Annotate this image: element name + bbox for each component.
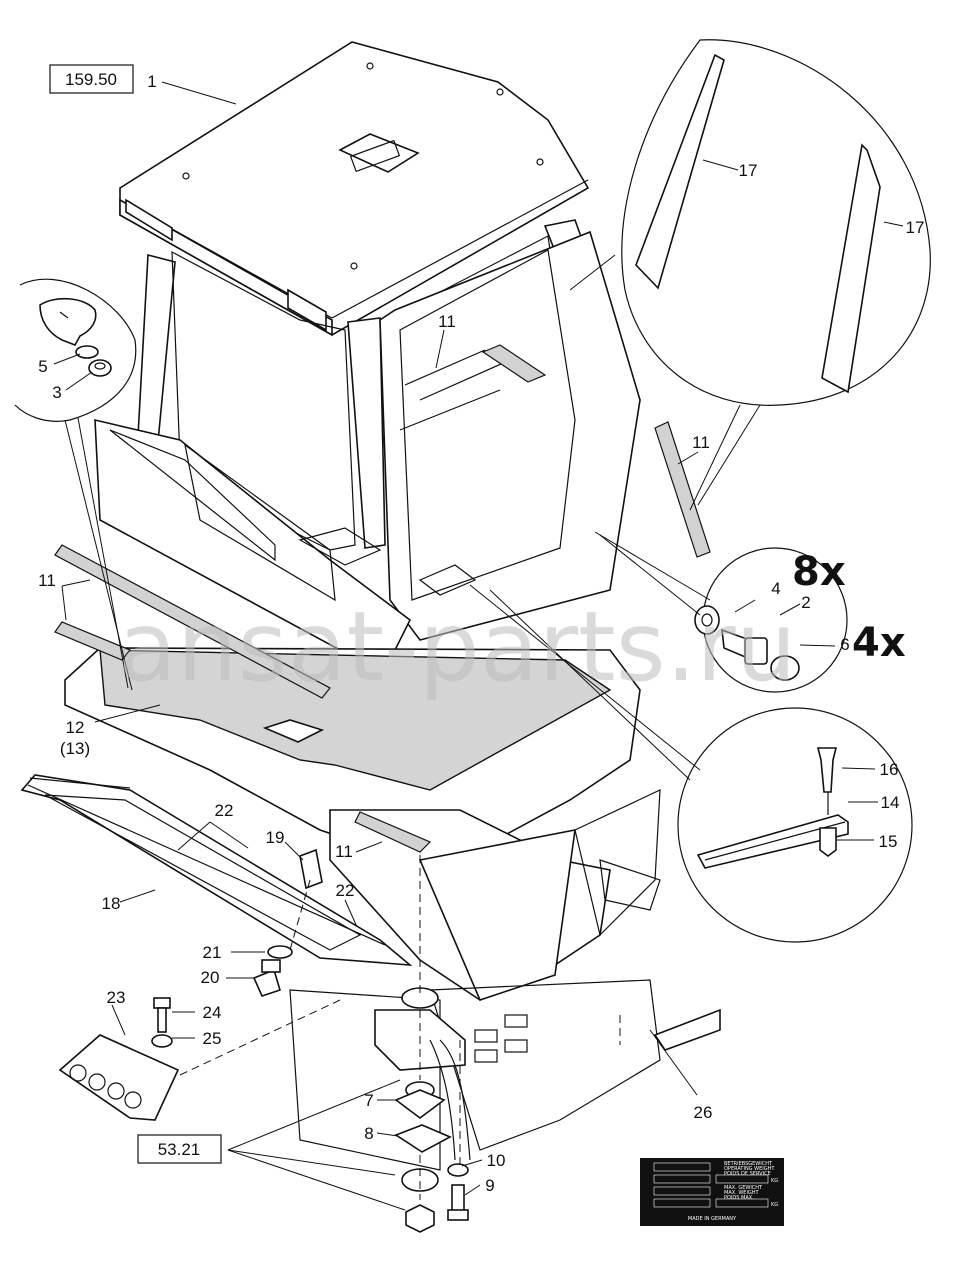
callout-11-right: 11 bbox=[692, 433, 710, 452]
callout-11-left: 11 bbox=[38, 571, 56, 590]
seal-strips bbox=[54, 344, 711, 853]
callout-15: 15 bbox=[879, 832, 898, 851]
reference-box-bottom-label: 53.21 bbox=[158, 1140, 201, 1159]
callout-20: 20 bbox=[201, 968, 220, 987]
type-plate-row5: MAX. WEIGHT bbox=[724, 1190, 760, 1196]
callout-9: 9 bbox=[485, 1176, 494, 1195]
callout-21: 21 bbox=[203, 943, 222, 962]
type-plate-unit1: KG bbox=[771, 1178, 778, 1184]
quantity-8x: 8x bbox=[792, 549, 846, 595]
callout-4: 4 bbox=[771, 579, 780, 598]
callout-13: (13) bbox=[60, 739, 90, 758]
callout-14: 14 bbox=[881, 793, 900, 812]
callout-labels: 1 5 3 17 17 11 11 11 12 (13) 4 2 6 16 14… bbox=[38, 72, 924, 1195]
callout-leaders bbox=[53, 81, 904, 1211]
callout-5: 5 bbox=[38, 357, 47, 376]
type-plate-unit2: KG bbox=[771, 1202, 778, 1208]
detail-circle-seals bbox=[621, 39, 931, 406]
detail-circle-rail bbox=[677, 707, 913, 943]
step-plate bbox=[58, 945, 293, 1121]
callout-17-b: 17 bbox=[906, 218, 925, 237]
callout-24: 24 bbox=[203, 1003, 222, 1022]
callout-10: 10 bbox=[487, 1151, 506, 1170]
watermark-text: ansat-parts.ru bbox=[118, 591, 797, 703]
type-plate-row2: OPERATING WEIGHT bbox=[724, 1166, 775, 1172]
type-plate-row1: BETRIEBSGEWICHT bbox=[724, 1161, 773, 1167]
callout-17-a: 17 bbox=[739, 161, 758, 180]
callout-22-a: 22 bbox=[215, 801, 234, 820]
side-panel bbox=[20, 774, 413, 966]
detail-circle-bolts bbox=[694, 547, 848, 693]
callout-3: 3 bbox=[52, 383, 61, 402]
callout-12: 12 bbox=[66, 718, 85, 737]
callout-19: 19 bbox=[266, 828, 285, 847]
reference-box-top: 159.50 bbox=[49, 64, 134, 94]
detail-circle-cover-nut bbox=[14, 278, 137, 422]
type-plate-row4: MAX. GEWICHT bbox=[724, 1185, 763, 1191]
callout-16: 16 bbox=[880, 760, 899, 779]
type-plate-row6: POIDS MAX. bbox=[724, 1195, 754, 1201]
callout-23: 23 bbox=[107, 988, 126, 1007]
mount-parts bbox=[394, 987, 469, 1233]
callout-6: 6 bbox=[840, 635, 849, 654]
callout-25: 25 bbox=[203, 1029, 222, 1048]
reference-box-top-label: 159.50 bbox=[65, 70, 117, 89]
callout-7: 7 bbox=[364, 1091, 373, 1110]
assembly-lines bbox=[64, 254, 761, 1200]
callout-1: 1 bbox=[147, 72, 156, 91]
lower-body bbox=[64, 647, 721, 1171]
callout-11-top: 11 bbox=[438, 312, 456, 331]
callout-18: 18 bbox=[102, 894, 121, 913]
cab-assembly bbox=[94, 41, 641, 661]
type-plate: BETRIEBSGEWICHT OPERATING WEIGHT POIDS D… bbox=[640, 1158, 784, 1226]
callout-22-b: 22 bbox=[336, 881, 355, 900]
type-plate-row3: POIDS DE SERVICE bbox=[724, 1171, 771, 1177]
reference-box-bottom: 53.21 bbox=[137, 1134, 222, 1164]
quantity-4x: 4x bbox=[852, 620, 906, 666]
callout-26: 26 bbox=[694, 1103, 713, 1122]
callout-8: 8 bbox=[364, 1124, 373, 1143]
callout-2: 2 bbox=[801, 593, 810, 612]
type-plate-footer: MADE IN GERMANY bbox=[688, 1216, 737, 1222]
callout-11-lower: 11 bbox=[335, 842, 353, 861]
